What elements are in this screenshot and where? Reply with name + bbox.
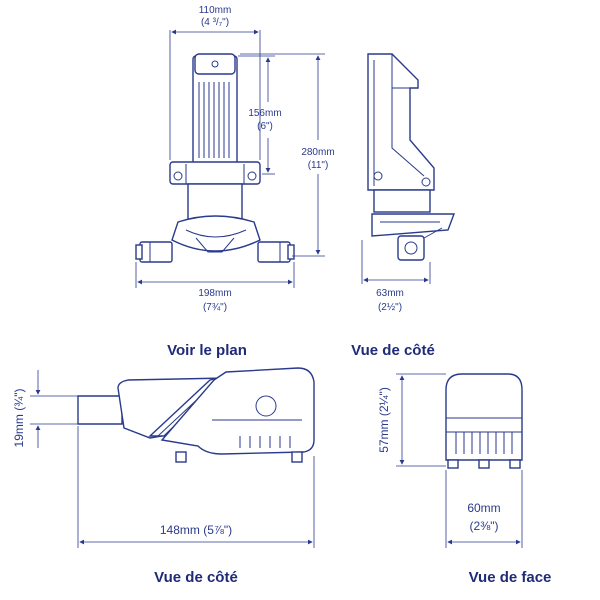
pump-plan-view bbox=[135, 53, 295, 263]
dim-height-57-label: 57mm (2¼") bbox=[377, 387, 391, 453]
dim-outlet-198-label: 198mm bbox=[198, 288, 231, 299]
bilge-pump-front-view bbox=[445, 373, 523, 469]
dim-length-148: 148mm (5⅞") bbox=[77, 426, 315, 548]
dim-motor-156-label: 156mm bbox=[248, 108, 281, 119]
pump-side-view-top bbox=[367, 53, 456, 261]
dim-width-60: 60mm (2⅜") bbox=[445, 470, 523, 548]
dim-height-280-inch: (11") bbox=[308, 160, 329, 171]
dim-width-60-label: 60mm bbox=[467, 501, 500, 515]
caption-plan-view: Voir le plan bbox=[167, 342, 247, 359]
dim-length-148-label: 148mm (5⅞") bbox=[160, 523, 232, 537]
dim-width-110: 110mm (4 ³/₇") bbox=[169, 5, 261, 160]
caption-front-view: Vue de face bbox=[469, 569, 552, 586]
dim-height-57: 57mm (2¼") bbox=[377, 373, 446, 467]
dim-motor-156: 156mm (6") bbox=[238, 55, 282, 175]
dim-width-110-label: 110mm bbox=[199, 5, 232, 16]
caption-side-view-top: Vue de côté bbox=[351, 342, 435, 359]
dim-width-60-inch: (2⅜") bbox=[470, 519, 499, 533]
dim-height-280: 280mm (11") bbox=[240, 53, 335, 257]
dim-width-110-inch: (4 ³/₇") bbox=[201, 17, 229, 28]
dim-depth-63-label: 63mm bbox=[376, 288, 404, 299]
caption-side-view-bottom: Vue de côté bbox=[154, 569, 238, 586]
dim-depth-63-inch: (2½") bbox=[378, 302, 402, 313]
bilge-pump-side-view bbox=[77, 367, 315, 463]
dim-outlet-19: 19mm (¾") bbox=[12, 370, 78, 448]
dim-outlet-19-label: 19mm (¾") bbox=[12, 389, 26, 448]
dim-motor-156-inch: (6") bbox=[257, 121, 273, 132]
dim-outlet-198: 198mm (7¾") bbox=[135, 262, 295, 313]
dim-depth-63: 63mm (2½") bbox=[361, 240, 431, 313]
dim-height-280-label: 280mm bbox=[301, 147, 334, 158]
dim-outlet-198-inch: (7¾") bbox=[203, 302, 227, 313]
